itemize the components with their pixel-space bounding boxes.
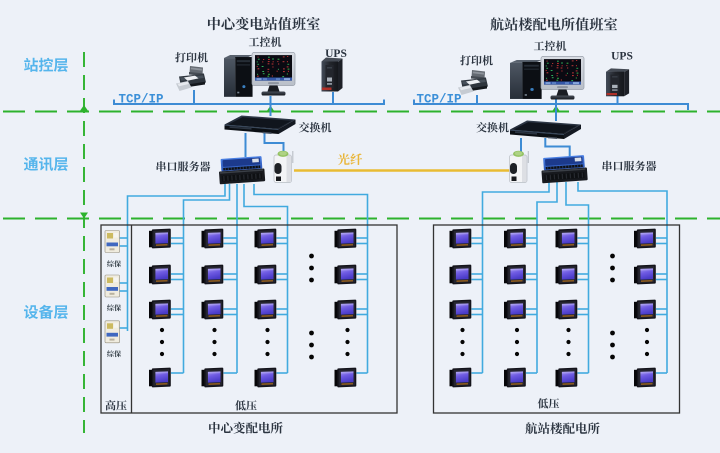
svg-text:UPS: UPS xyxy=(611,51,633,63)
svg-text:TCP/IP: TCP/IP xyxy=(118,93,163,107)
svg-text:TCP/IP: TCP/IP xyxy=(416,93,461,107)
svg-text:UPS: UPS xyxy=(325,48,347,60)
